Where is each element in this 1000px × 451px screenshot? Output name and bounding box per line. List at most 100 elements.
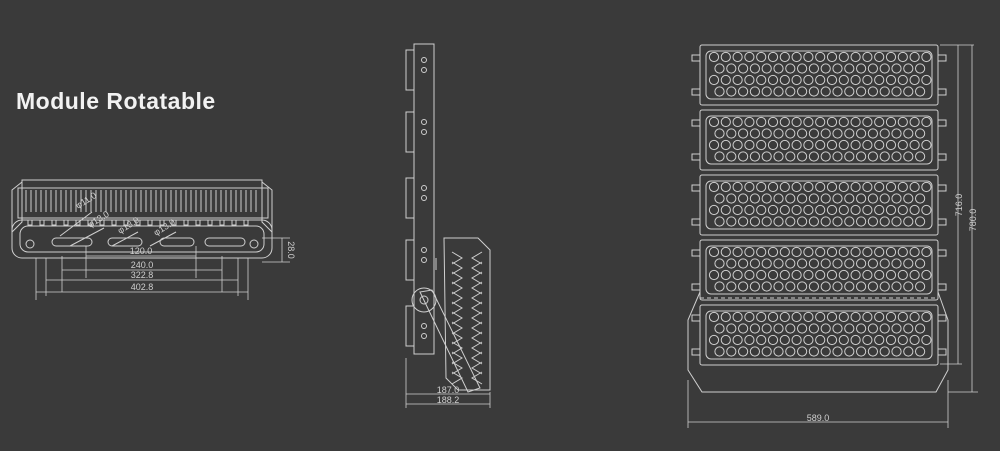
- led-lens: [767, 181, 779, 193]
- led-lens: [891, 193, 902, 204]
- led-lens: [720, 139, 731, 151]
- module-lug-right-low: [691, 348, 701, 356]
- led-lens: [767, 246, 779, 258]
- led-lens: [921, 204, 932, 216]
- led-lens: [867, 323, 879, 334]
- led-lens: [726, 323, 737, 334]
- side-chevron: [451, 281, 463, 295]
- led-lens: [720, 269, 731, 281]
- led-lens: [891, 63, 902, 74]
- led-lens: [815, 311, 826, 323]
- led-lens: [773, 63, 784, 74]
- led-lens: [838, 246, 849, 258]
- module-lug-right-bottom: [937, 283, 947, 291]
- led-lens: [867, 151, 879, 162]
- front-clip: [99, 219, 105, 226]
- led-lens: [862, 116, 873, 128]
- led-lens: [714, 346, 725, 357]
- led-lens: [885, 269, 897, 281]
- led-lens: [909, 139, 920, 151]
- led-lens: [850, 74, 861, 86]
- led-lens: [856, 193, 867, 204]
- side-tab: [405, 239, 415, 281]
- led-lens: [744, 246, 755, 258]
- led-lens: [756, 139, 767, 151]
- led-lens: [897, 334, 908, 346]
- led-lens: [885, 74, 897, 86]
- led-lens: [773, 323, 784, 334]
- led-lens: [826, 311, 838, 323]
- led-lens: [909, 181, 920, 193]
- led-lens: [891, 258, 902, 269]
- module-lug-right-bottom: [937, 153, 947, 161]
- led-lens: [897, 139, 908, 151]
- led-lens: [844, 346, 855, 357]
- led-lens: [749, 128, 761, 139]
- led-lens: [915, 323, 926, 334]
- led-lens: [909, 246, 920, 258]
- front-slot-2: [107, 237, 143, 247]
- led-lens: [791, 334, 802, 346]
- led-lens: [744, 269, 755, 281]
- led-lens: [779, 246, 790, 258]
- led-lens: [879, 63, 890, 74]
- led-lens: [850, 311, 861, 323]
- led-lens: [726, 151, 737, 162]
- module-lens-panel: [705, 50, 933, 100]
- led-lens: [874, 311, 885, 323]
- led-lens: [797, 216, 808, 227]
- led-lens: [773, 151, 784, 162]
- led-lens: [767, 139, 779, 151]
- led-lens: [756, 334, 767, 346]
- led-lens: [749, 86, 761, 97]
- led-lens: [850, 204, 861, 216]
- led-lens: [803, 311, 814, 323]
- led-lens: [708, 311, 720, 323]
- led-lens: [862, 74, 873, 86]
- front-right-bracket: [261, 180, 273, 234]
- side-tab: [405, 111, 415, 153]
- led-lens: [797, 323, 808, 334]
- led-lens: [803, 269, 814, 281]
- side-chevron: [471, 351, 483, 365]
- led-lens: [921, 181, 932, 193]
- led-lens: [744, 74, 755, 86]
- led-lens: [903, 346, 914, 357]
- led-lens: [726, 128, 737, 139]
- front-clip: [219, 219, 225, 226]
- side-hole: [421, 67, 427, 73]
- led-lens: [720, 51, 731, 63]
- led-lens: [797, 281, 808, 292]
- led-lens: [820, 86, 831, 97]
- led-lens: [856, 151, 867, 162]
- led-lens: [732, 116, 743, 128]
- led-lens: [874, 51, 885, 63]
- label-780: 780.0: [968, 209, 978, 232]
- led-lens: [879, 128, 890, 139]
- led-lens: [815, 204, 826, 216]
- led-lens: [714, 193, 725, 204]
- led-lens: [749, 63, 761, 74]
- module-lug-right-low: [691, 88, 701, 96]
- side-hole: [421, 333, 427, 339]
- led-lens: [779, 269, 790, 281]
- led-lens: [832, 193, 843, 204]
- front-clip: [231, 219, 237, 226]
- led-lens: [856, 323, 867, 334]
- led-lens: [815, 51, 826, 63]
- led-lens: [874, 334, 885, 346]
- side-chevron: [471, 251, 483, 265]
- led-lens: [708, 204, 720, 216]
- leader-hole4: [149, 231, 177, 247]
- led-lens: [726, 63, 737, 74]
- led-lens: [749, 216, 761, 227]
- side-tab: [405, 49, 415, 91]
- front-clip: [87, 219, 93, 226]
- label-322: 322.8: [131, 270, 154, 280]
- side-chevron: [471, 371, 483, 385]
- led-lens: [867, 258, 879, 269]
- module-lug-left: [691, 249, 701, 257]
- led-lens: [897, 74, 908, 86]
- led-lens: [903, 216, 914, 227]
- led-lens: [720, 334, 731, 346]
